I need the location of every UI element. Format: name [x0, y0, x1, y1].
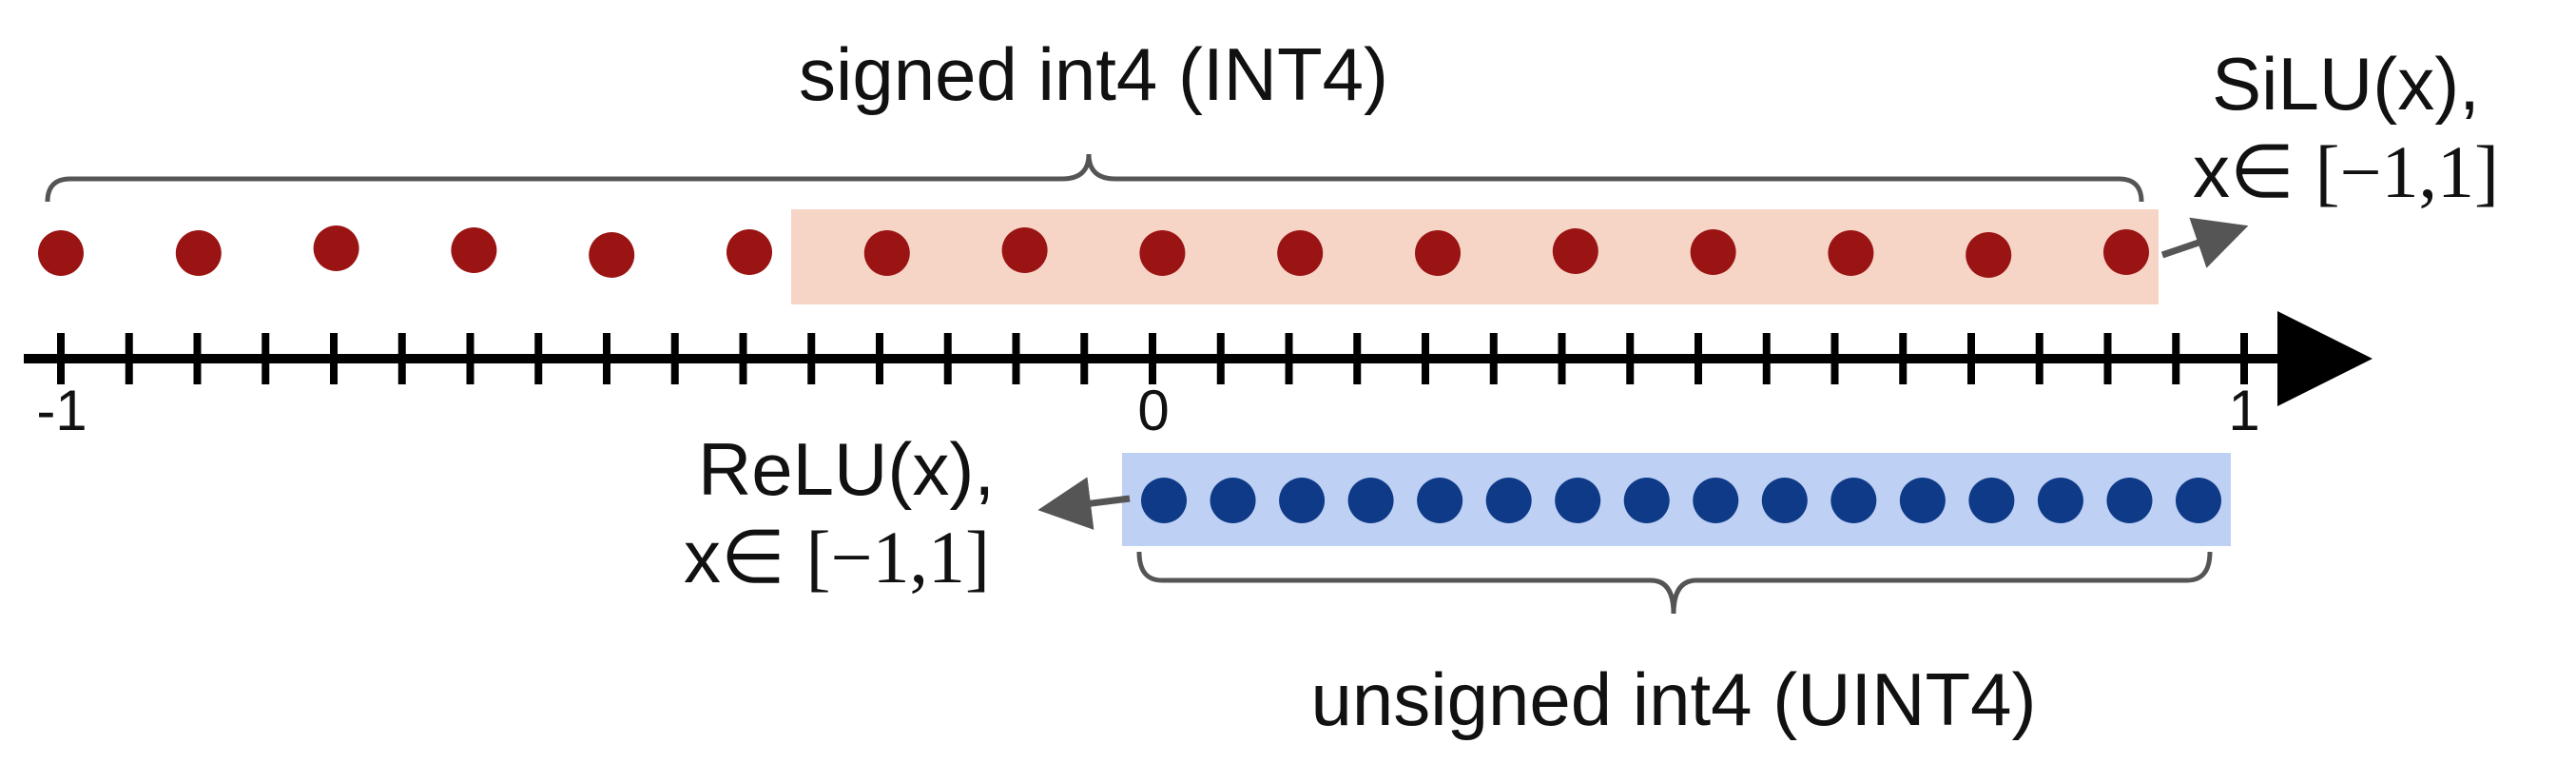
signed-dot — [38, 230, 84, 276]
relu-arrow — [1037, 477, 1131, 530]
signed-dots-group — [38, 225, 2149, 278]
signed-dot — [1966, 232, 2012, 278]
silu-domain-label: x∈ [−1,1] — [2193, 129, 2499, 213]
unsigned-dot — [1210, 478, 1256, 523]
unsigned-dot — [1485, 478, 1532, 523]
relu-x-prefix: x∈ — [684, 515, 806, 598]
signed-dot — [1552, 228, 1598, 274]
unsigned-range-brace — [1136, 551, 2213, 615]
signed-dot — [1415, 230, 1461, 276]
unsigned-dot — [1279, 478, 1326, 523]
silu-x-prefix: x∈ — [2193, 129, 2315, 213]
relu-label: ReLU(x), — [698, 427, 995, 511]
signed-dot — [589, 232, 635, 278]
unsigned-dot — [2037, 478, 2083, 523]
unsigned-dot — [1347, 478, 1394, 523]
signed-dot — [1828, 230, 1874, 276]
axis-ticks-group — [57, 333, 2248, 384]
unsigned-dot — [1141, 478, 1187, 523]
unsigned-dot — [1693, 478, 1739, 523]
signed-int4-label: signed int4 (INT4) — [799, 32, 1388, 116]
signed-dot — [1690, 229, 1736, 275]
signed-dot — [1277, 230, 1324, 276]
axis-label-zero: 0 — [1137, 379, 1169, 442]
unsigned-dot — [1830, 478, 1877, 523]
axis-label-min: -1 — [36, 379, 87, 442]
unsigned-dot — [1761, 478, 1808, 523]
relu-range: [−1,1] — [806, 516, 990, 598]
unsigned-dot — [1417, 478, 1463, 523]
signed-dot — [451, 227, 497, 273]
unsigned-dots-group — [1141, 478, 2221, 523]
unsigned-dot — [2176, 478, 2221, 523]
unsigned-dot — [1623, 478, 1670, 523]
signed-dot — [863, 230, 910, 276]
silu-label: SiLU(x), — [2212, 42, 2480, 126]
unsigned-dot — [1555, 478, 1601, 523]
signed-dot — [313, 225, 359, 271]
signed-highlight-band — [791, 209, 2159, 304]
unsigned-dot — [1968, 478, 2015, 523]
signed-dot — [1139, 230, 1186, 276]
silu-range: [−1,1] — [2315, 130, 2499, 213]
silu-arrow — [2160, 217, 2249, 268]
signed-range-brace — [45, 153, 2144, 203]
unsigned-dot — [2106, 478, 2153, 523]
signed-dot — [1001, 227, 1048, 273]
signed-dot — [726, 229, 772, 275]
unsigned-dot — [1899, 478, 1946, 523]
unsigned-int4-label: unsigned int4 (UINT4) — [1310, 657, 2036, 741]
relu-domain-label: x∈ [−1,1] — [684, 515, 990, 598]
signed-dot — [175, 230, 222, 276]
signed-dot — [2103, 229, 2149, 275]
axis-label-max: 1 — [2228, 379, 2259, 442]
